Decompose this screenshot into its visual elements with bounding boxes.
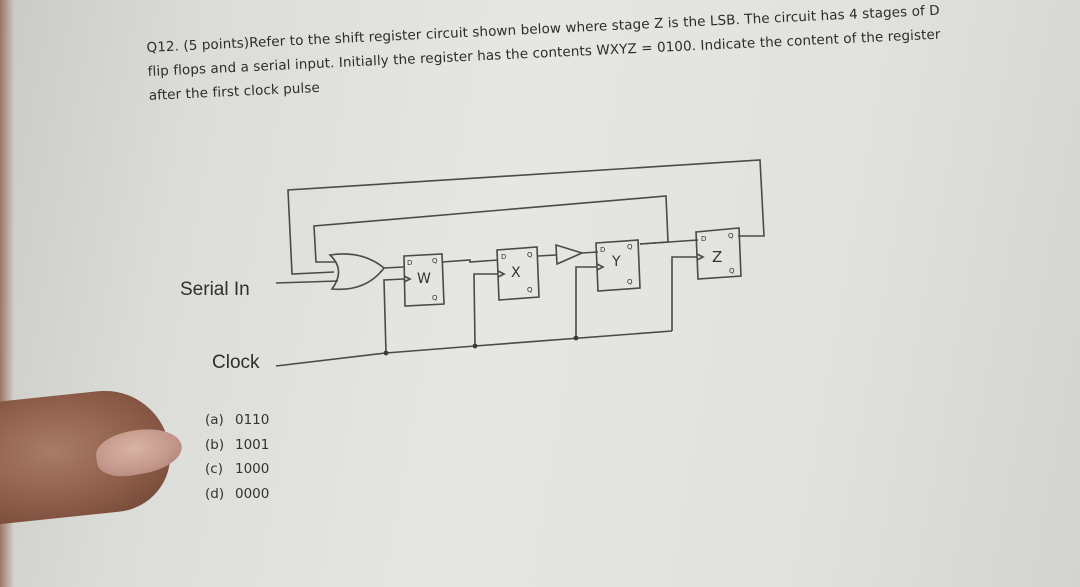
ff-w-name: W: [417, 271, 431, 287]
option-a: (a) 0110: [205, 408, 269, 433]
clock-drop-y: [575, 266, 597, 338]
flipflop-w-box: [403, 253, 445, 307]
option-c-marker: (c): [205, 461, 223, 477]
buffer: [555, 243, 585, 266]
wire-x-to-buffer: [537, 254, 557, 257]
wire-w-to-x: [441, 259, 499, 263]
ff-y-q: Q: [627, 243, 633, 251]
wire-buffer-to-y: [581, 251, 599, 254]
option-c: (c) 1000: [205, 457, 269, 482]
ff-x-q: Q: [527, 251, 533, 259]
clock-input-y: [596, 263, 605, 271]
junction-w: [383, 350, 389, 356]
ff-w-d: D: [407, 259, 412, 267]
clock-drop-z: [671, 256, 697, 331]
flipflop-x-box: [496, 246, 540, 301]
ff-z-qbar: Q: [729, 267, 735, 275]
option-b: (b) 1001: [205, 433, 269, 458]
feedback-wire-inner: [313, 195, 669, 263]
wire-or-to-w: [383, 266, 405, 269]
option-c-value: 1000: [235, 461, 270, 477]
option-b-marker: (b): [205, 436, 225, 453]
flipflop-y-box: [595, 239, 641, 292]
option-d: (d) 0000: [205, 482, 269, 507]
option-b-value: 1001: [235, 436, 270, 453]
junction-y: [573, 335, 579, 341]
clock-drop-x: [473, 273, 498, 347]
wire-y-to-z: [639, 239, 699, 245]
ff-z-d: D: [701, 235, 706, 243]
ff-y-qbar: Q: [627, 278, 633, 286]
junction-x: [472, 343, 478, 349]
or-gate: [328, 253, 386, 291]
ff-y-name: Y: [611, 254, 621, 270]
clock-drop-w: [383, 278, 405, 354]
clock-label: Clock: [212, 352, 260, 373]
flipflop-z-box: [695, 227, 742, 280]
ff-x-d: D: [501, 253, 506, 261]
serial-in-wire: [275, 280, 339, 284]
ff-w-qbar: Q: [432, 294, 438, 302]
serial-in-label: Serial In: [180, 279, 250, 300]
clock-wire: [275, 330, 673, 367]
ff-x-name: X: [511, 265, 521, 281]
clock-input-w: [403, 275, 412, 283]
option-a-value: 0110: [235, 412, 270, 428]
option-d-value: 0000: [235, 485, 270, 502]
clock-input-z: [696, 253, 705, 261]
clock-input-x: [497, 270, 506, 278]
feedback-wire-outer: [287, 159, 765, 275]
ff-z-q: Q: [728, 232, 734, 240]
ff-y-d: D: [600, 246, 605, 254]
ff-x-qbar: Q: [527, 286, 533, 294]
option-a-marker: (a): [205, 412, 224, 428]
ff-z-name: Z: [712, 248, 722, 266]
ff-w-q: Q: [432, 257, 438, 265]
answer-options: (a) 0110 (b) 1001 (c) 1000 (d) 0000: [205, 408, 269, 506]
option-d-marker: (d): [205, 485, 225, 502]
